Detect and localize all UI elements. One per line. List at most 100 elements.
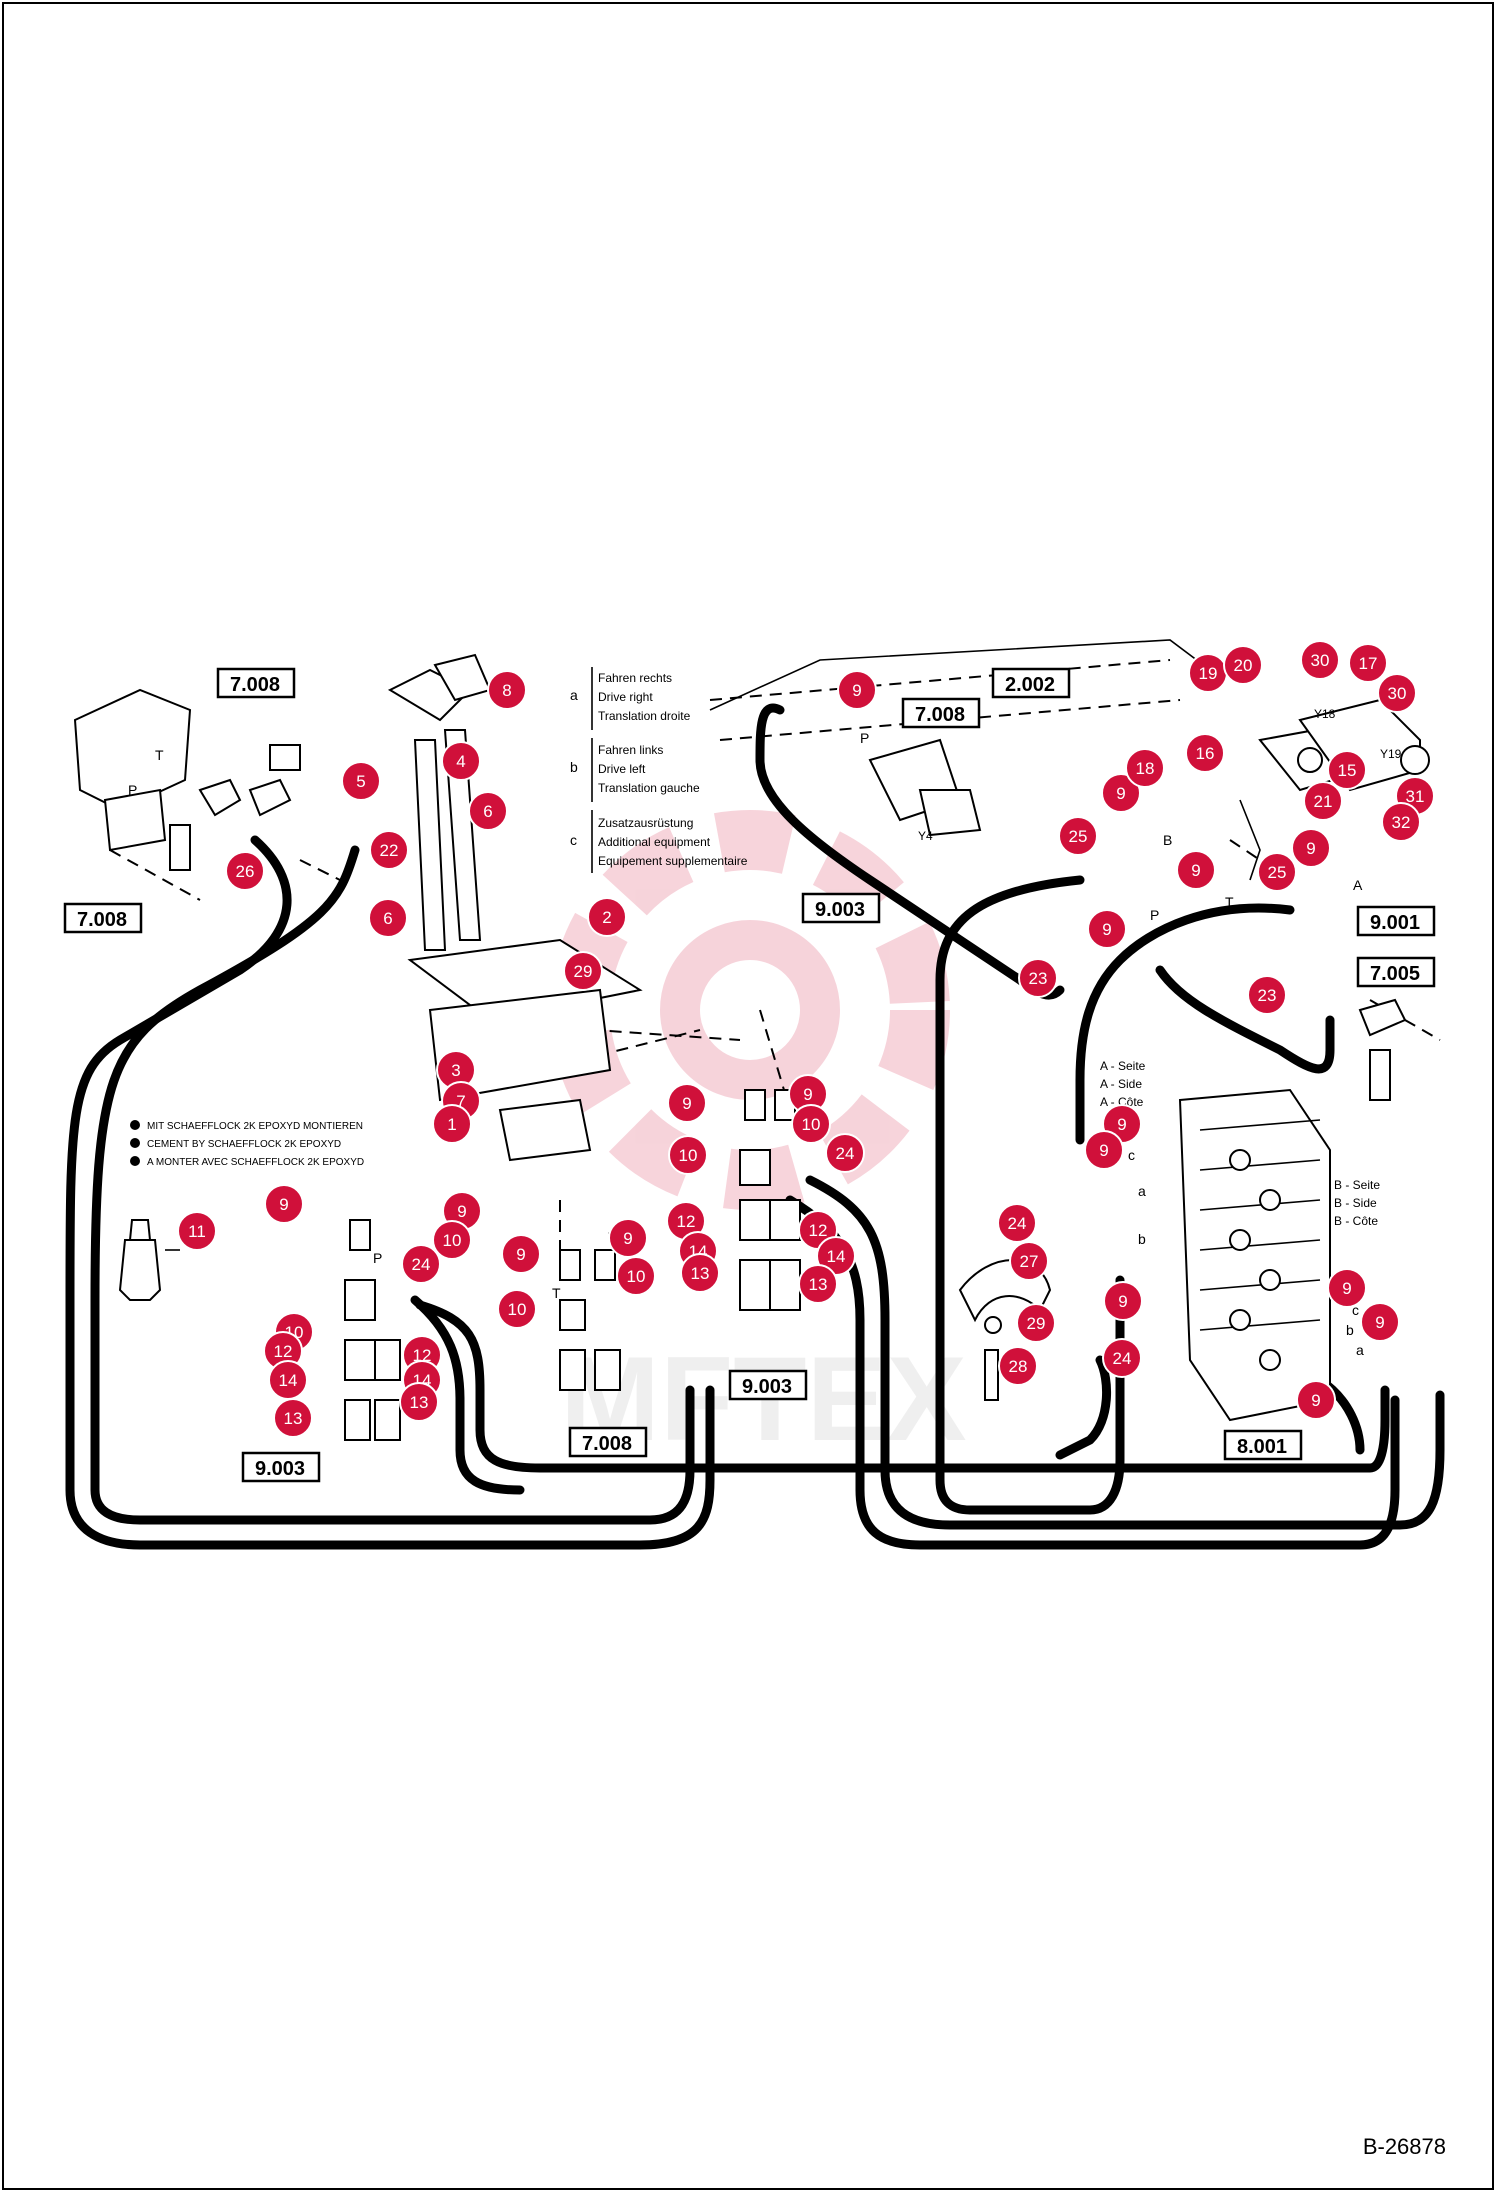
callout-22: 22 [369, 830, 409, 870]
ref-box-7005: 7.005 [1356, 956, 1436, 988]
svg-text:c: c [1128, 1147, 1135, 1163]
callout-circle [791, 1104, 831, 1144]
callout-number: 9 [1116, 784, 1125, 803]
svg-text:P: P [128, 782, 137, 798]
callout-9: 9 [1291, 828, 1331, 868]
ref-box-7008-left: 7.008 [63, 902, 143, 934]
callout-26: 26 [225, 851, 265, 891]
callout-number: 13 [691, 1264, 710, 1283]
callout-21: 21 [1303, 781, 1343, 821]
watermark-gear [550, 810, 950, 1210]
callout-number: 9 [1191, 861, 1200, 880]
callout-10: 10 [668, 1135, 708, 1175]
callout-24: 24 [1102, 1338, 1142, 1378]
callout-circle [1084, 1130, 1124, 1170]
callout-circle [1016, 1303, 1056, 1343]
callout-number: 24 [1008, 1214, 1027, 1233]
svg-text:P: P [860, 730, 869, 746]
callout-circle [1296, 1380, 1336, 1420]
callout-number: 28 [1009, 1357, 1028, 1376]
callout-24: 24 [825, 1133, 865, 1173]
ref-box-9003-top: 9.003 [801, 892, 881, 924]
callout-number: 7 [456, 1092, 465, 1111]
svg-text:8.001: 8.001 [1237, 1436, 1287, 1458]
svg-text:7.008: 7.008 [230, 674, 280, 696]
svg-text:A MONTER AVEC SCHAEFFLOCK 2K E: A MONTER AVEC SCHAEFFLOCK 2K EPOXYD [147, 1157, 364, 1168]
callout-circle [837, 670, 877, 710]
callout-circle [1176, 850, 1216, 890]
callout-23: 23 [1247, 975, 1287, 1015]
ref-box-9001: 9.001 [1356, 905, 1436, 937]
ref-box-7008-top-center: 7.008 [901, 697, 981, 729]
callout-9: 9 [1327, 1268, 1367, 1308]
callout-circle [587, 897, 627, 937]
callout-number: 6 [383, 909, 392, 928]
callout-8: 8 [487, 670, 527, 710]
note-c-additional-equipment: c Zusatzausrüstung Additional equipment … [570, 810, 748, 873]
callout-number: 12 [274, 1342, 293, 1361]
ref-box-9003-left: 9.003 [241, 1451, 321, 1483]
callout-9: 9 [667, 1083, 707, 1123]
callout-6: 6 [368, 898, 408, 938]
ref-box-8001: 8.001 [1223, 1429, 1303, 1461]
svg-text:A - Seite: A - Seite [1100, 1059, 1146, 1073]
svg-text:Y18: Y18 [1314, 707, 1336, 721]
callout-number: 15 [1338, 761, 1357, 780]
callout-number: 9 [682, 1094, 691, 1113]
callout-number: 12 [413, 1346, 432, 1365]
callout-10: 10 [791, 1104, 831, 1144]
svg-text:A - Côte: A - Côte [1100, 1095, 1144, 1109]
callout-number: 9 [1342, 1279, 1351, 1298]
svg-text:7.008: 7.008 [77, 909, 127, 931]
callout-circle [825, 1133, 865, 1173]
callout-number: 16 [1196, 744, 1215, 763]
callout-circle [487, 670, 527, 710]
callout-circle [1103, 1281, 1143, 1321]
callout-4: 4 [441, 741, 481, 781]
callout-number: 9 [1117, 1115, 1126, 1134]
svg-text:B - Côte: B - Côte [1334, 1214, 1378, 1228]
svg-text:B - Side: B - Side [1334, 1196, 1377, 1210]
callout-circle [273, 1398, 313, 1438]
callout-circle [432, 1220, 472, 1260]
callout-number: 30 [1388, 684, 1407, 703]
callout-circle [1223, 645, 1263, 685]
callout-25: 25 [1257, 852, 1297, 892]
callout-19: 19 [1188, 653, 1228, 693]
callout-circle [177, 1211, 217, 1251]
callout-number: 21 [1314, 792, 1333, 811]
callout-number: 3 [451, 1061, 460, 1080]
callout-30: 30 [1300, 640, 1340, 680]
callout-number: 32 [1392, 813, 1411, 832]
callout-number: 25 [1268, 863, 1287, 882]
callout-circle [1101, 773, 1141, 813]
callout-number: 9 [1311, 1391, 1320, 1410]
callout-30: 30 [1377, 673, 1417, 713]
control-valve-bank [1178, 1088, 1331, 1422]
svg-text:P: P [373, 1250, 382, 1266]
svg-text:B - Seite: B - Seite [1334, 1178, 1380, 1192]
callout-number: 10 [679, 1146, 698, 1165]
side-labels-b: B - Seite B - Side B - Côte [1334, 1178, 1380, 1228]
svg-text:9.003: 9.003 [815, 899, 865, 921]
callout-14: 14 [816, 1236, 856, 1276]
callout-9: 9 [1176, 850, 1216, 890]
callout-circle [608, 1218, 648, 1258]
callout-number: 30 [1311, 651, 1330, 670]
callout-number: 20 [1234, 656, 1253, 675]
callout-13: 13 [798, 1264, 838, 1304]
callout-24: 24 [997, 1203, 1037, 1243]
left-valve-block [73, 688, 301, 871]
svg-text:Drive right: Drive right [598, 690, 653, 704]
callout-12: 12 [666, 1201, 706, 1241]
callout-17: 17 [1348, 643, 1388, 683]
callout-number: 5 [356, 772, 365, 791]
callout-2: 2 [587, 897, 627, 937]
side-labels-a: A - Seite A - Side A - Côte [1100, 1059, 1146, 1109]
callout-number: 9 [1375, 1313, 1384, 1332]
callout-14: 14 [268, 1360, 308, 1400]
callout-number: 2 [602, 908, 611, 927]
callout-number: 9 [852, 681, 861, 700]
